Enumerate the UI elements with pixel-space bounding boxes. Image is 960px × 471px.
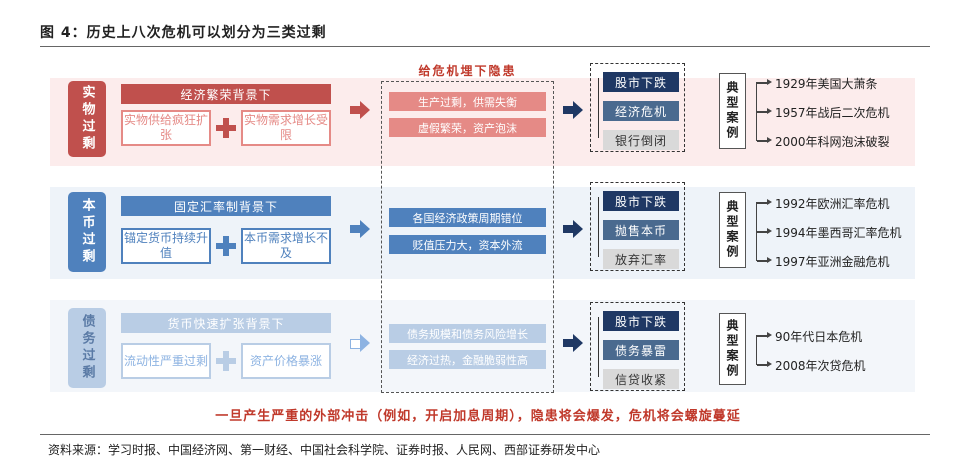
stage-connector — [598, 197, 599, 257]
stage-connector — [598, 317, 599, 377]
row-tag-physical: 实物过剩 — [68, 81, 106, 157]
stage-connector — [598, 78, 599, 138]
case-item: 90年代日本危机 — [775, 330, 863, 344]
source-note: 资料来源：学习时报、中国经济网、第一财经、中国社会科学院、证券时报、人民网、西部… — [48, 443, 601, 457]
case-bracket — [756, 79, 772, 143]
bottom-rule — [40, 434, 930, 435]
stage-item: 信贷收紧 — [603, 369, 679, 389]
case-item: 1957年战后二次危机 — [775, 106, 890, 120]
case-tag: 典型案例 — [719, 313, 746, 385]
case-tag: 典型案例 — [719, 73, 746, 149]
case-item: 2008年次贷危机 — [775, 359, 866, 373]
arrow-right-icon — [350, 101, 370, 119]
hidden-danger-title: 给危机埋下隐患 — [418, 64, 517, 78]
case-item: 1929年美国大萧条 — [775, 77, 878, 91]
row-header: 固定汇率制背景下 — [121, 196, 331, 216]
hidden-danger-box — [381, 81, 554, 393]
stage-stack-box — [590, 302, 685, 391]
row-right-factor: 资产价格暴涨 — [241, 343, 331, 379]
case-item: 1997年亚洲金融危机 — [775, 255, 890, 269]
row-tag-debt: 债务过剩 — [68, 308, 106, 388]
stage-item: 债务暴雷 — [603, 340, 679, 360]
stage-stack-box — [590, 182, 685, 271]
cause-item: 生产过剩，供需失衡 — [389, 92, 546, 111]
arrow-right-icon — [563, 220, 583, 238]
row-left-factor: 流动性严重过剩 — [121, 343, 211, 379]
row-left-factor: 实物供给疯狂扩张 — [121, 110, 211, 146]
cause-item: 各国经济政策周期错位 — [389, 208, 546, 227]
case-item: 1994年墨西哥汇率危机 — [775, 226, 902, 240]
row-left-factor: 锚定货币持续升值 — [121, 228, 211, 264]
stage-item: 银行倒闭 — [603, 130, 679, 150]
case-item: 2000年科网泡沫破裂 — [775, 135, 890, 149]
arrow-right-icon — [350, 334, 370, 352]
stage-item: 股市下跌 — [603, 72, 679, 92]
plus-icon — [216, 351, 236, 371]
cause-item: 经济过热，金融脆弱性高 — [389, 350, 546, 369]
case-item: 1992年欧洲汇率危机 — [775, 197, 890, 211]
cause-item: 贬值压力大，资本外流 — [389, 235, 546, 254]
arrow-right-icon — [350, 220, 370, 238]
plus-icon — [216, 236, 236, 256]
stage-item: 抛售本币 — [603, 220, 679, 240]
stage-item: 经济危机 — [603, 101, 679, 121]
footer-note: 一旦产生严重的外部冲击（例如，开启加息周期），隐患将会爆发，危机将会螺旋蔓延 — [215, 409, 741, 424]
stage-item: 股市下跌 — [603, 311, 679, 331]
cause-item: 虚假繁荣，资产泡沫 — [389, 118, 546, 137]
row-header: 经济繁荣背景下 — [121, 84, 331, 104]
row-tag-currency: 本币过剩 — [68, 192, 106, 272]
row-right-factor: 实物需求增长受限 — [241, 110, 331, 146]
case-bracket — [756, 199, 772, 263]
row-header: 货币快速扩张背景下 — [121, 313, 331, 333]
cause-item: 债务规模和债务风险增长 — [389, 324, 546, 343]
figure-title: 图 4：历史上八次危机可以划分为三类过剩 — [40, 25, 327, 41]
stage-stack-box — [590, 63, 685, 152]
top-rule — [40, 46, 930, 47]
stage-item: 股市下跌 — [603, 191, 679, 211]
stage-item: 放弃汇率 — [603, 249, 679, 269]
row-right-factor: 本币需求增长不及 — [241, 228, 331, 264]
plus-icon — [216, 118, 236, 138]
arrow-right-icon — [563, 334, 583, 352]
arrow-right-icon — [563, 101, 583, 119]
case-bracket — [756, 332, 772, 367]
case-tag: 典型案例 — [719, 192, 746, 268]
